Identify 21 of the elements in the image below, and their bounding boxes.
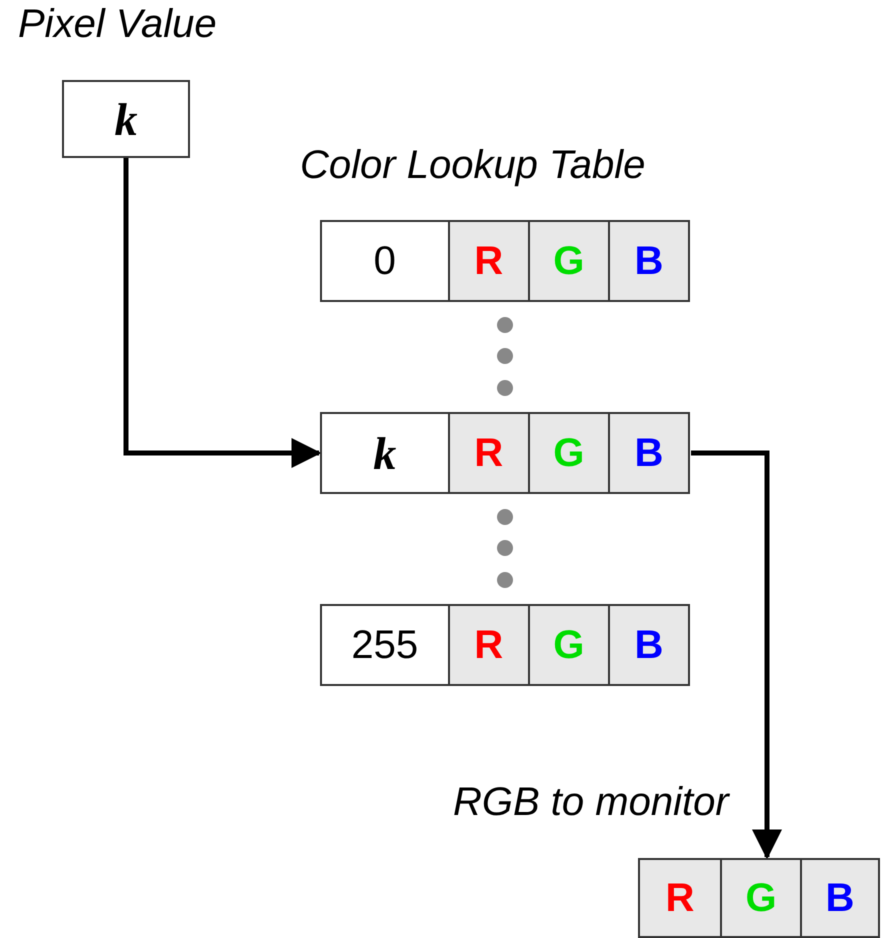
channel-cell: G [720, 860, 800, 936]
channel-cell: B [608, 414, 688, 492]
channel-cell: G [528, 414, 608, 492]
channel-cell: R [448, 222, 528, 300]
table-row [320, 220, 690, 302]
value-box: k [62, 80, 190, 158]
arrow [124, 158, 322, 468]
channel-cell: G [528, 606, 608, 684]
heading: RGB to monitor [453, 782, 729, 822]
channel-cell: B [800, 860, 878, 936]
table-title: Color Lookup Table [300, 145, 646, 185]
channel-cell: R [640, 860, 720, 936]
channel-cell: G [528, 222, 608, 300]
table-row [320, 604, 690, 686]
table-row [320, 412, 690, 494]
channel-cell: B [608, 222, 688, 300]
heading: Pixel Value [18, 4, 217, 44]
channel-cell: B [608, 606, 688, 684]
channel-cell: R [448, 606, 528, 684]
arrow [691, 450, 782, 860]
channel-cell: R [448, 414, 528, 492]
